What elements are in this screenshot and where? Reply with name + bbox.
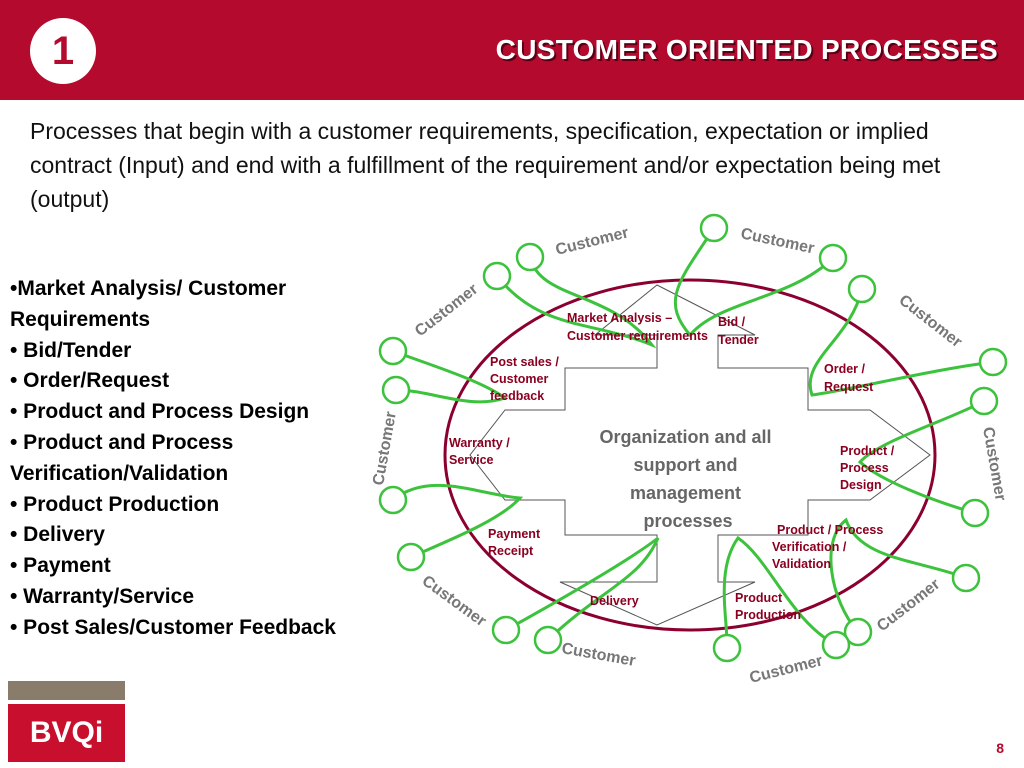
intro-text: Processes that begin with a customer req… (30, 118, 941, 212)
customer-label: Customer (412, 281, 481, 340)
loop-node (515, 242, 545, 272)
company-logo: BVQi (8, 704, 125, 762)
bullet-item: •Market Analysis/ Customer Requirements (10, 277, 287, 331)
label-line: Validation (772, 557, 831, 571)
customer-label: Customer (748, 652, 825, 687)
label-line: Production (735, 608, 801, 622)
customer-label: Customer (419, 572, 489, 630)
loop-node (818, 243, 848, 273)
four-way-arrow (469, 284, 931, 626)
center-line: processes (643, 511, 732, 531)
customer-label: Customer (560, 640, 637, 670)
bullet-item: • Bid/Tender (10, 338, 132, 362)
bullet-list: •Market Analysis/ Customer Requirements … (10, 274, 410, 644)
label-line: Request (824, 380, 874, 394)
logo-bar (8, 681, 125, 700)
label-line: Delivery (590, 594, 639, 608)
label-line: Verification / (772, 540, 847, 554)
customer-label: Customer (896, 292, 965, 351)
bullet-item: • Order/Request (10, 369, 170, 393)
loop-node (969, 386, 999, 416)
bullet-item: • Warranty/Service (10, 584, 194, 608)
loop-nodes (378, 213, 1008, 663)
customer-label: Customer (979, 426, 1009, 503)
label-line: feedback (490, 389, 544, 403)
label-line: Market Analysis – (567, 311, 672, 325)
loop-node (482, 261, 512, 291)
customer-label: Customer (739, 225, 816, 257)
customer-label: Customer (874, 576, 943, 635)
label-line: Order / (824, 362, 866, 376)
loop-node (699, 213, 729, 243)
label-line: Customer (490, 372, 548, 386)
loop-node (847, 274, 877, 304)
loop-node (378, 485, 408, 515)
label-verification-validation: Product / Process Verification / Validat… (772, 523, 887, 571)
label-payment-receipt: Payment Receipt (488, 527, 544, 558)
label-product-production: Product Production (735, 591, 801, 622)
label-line: Product / Process (777, 523, 883, 537)
section-badge: 1 (30, 18, 96, 84)
loop-node (378, 336, 408, 366)
label-delivery: Delivery (590, 594, 639, 608)
loop-node (396, 542, 426, 572)
label-line: Bid / (718, 315, 746, 329)
loop-node (533, 625, 563, 655)
center-line: Organization and all (599, 427, 771, 447)
bullet-item: • Delivery (10, 523, 105, 547)
label-post-sales: Post sales / Customer feedback (490, 355, 562, 403)
label-line: Post sales / (490, 355, 559, 369)
loop-node (491, 615, 521, 645)
loop-node (951, 563, 981, 593)
organization-ellipse (443, 278, 937, 632)
customer-label: Customer (554, 224, 631, 259)
loop-node (821, 630, 851, 660)
loop-node (381, 375, 411, 405)
label-order-request: Order / Request (824, 362, 874, 394)
label-line: Product (735, 591, 783, 605)
page-number: 8 (996, 740, 1004, 756)
bullet-item: • Post Sales/Customer Feedback (10, 615, 336, 639)
header-bar: 1 CUSTOMER ORIENTED PROCESSES (0, 0, 1024, 100)
customer-label: Customer (370, 410, 400, 487)
center-line: support and (633, 455, 737, 475)
loop-node (978, 347, 1008, 377)
page-title: CUSTOMER ORIENTED PROCESSES (495, 34, 998, 65)
label-product-process-design: Product / Process Design (840, 444, 898, 492)
bullet-item: • Product and Process Verification/Valid… (10, 430, 234, 485)
label-line: Warranty / (449, 436, 510, 450)
center-label: Organization and all support and managem… (599, 427, 776, 531)
label-line: Customer requirements (567, 329, 708, 343)
label-line: Tender (718, 333, 759, 347)
label-line: Service (449, 453, 494, 467)
label-market-analysis: Market Analysis – Customer requirements (567, 311, 708, 343)
label-warranty-service: Warranty / Service (449, 436, 513, 467)
bullet-item: • Product and Process Design (10, 400, 310, 424)
center-line: management (630, 483, 741, 503)
label-line: Process (840, 461, 889, 475)
label-line: Payment (488, 527, 541, 541)
label-line: Design (840, 478, 882, 492)
bullet-item: • Product Production (10, 492, 220, 516)
loop-node (712, 633, 742, 663)
label-bid-tender: Bid / Tender (718, 315, 759, 347)
loop-node (843, 617, 873, 647)
customer-loops (392, 227, 994, 649)
bullet-item: • Payment (10, 554, 111, 578)
label-line: Receipt (488, 544, 534, 558)
label-line: Product / (840, 444, 895, 458)
loop-node (960, 498, 990, 528)
